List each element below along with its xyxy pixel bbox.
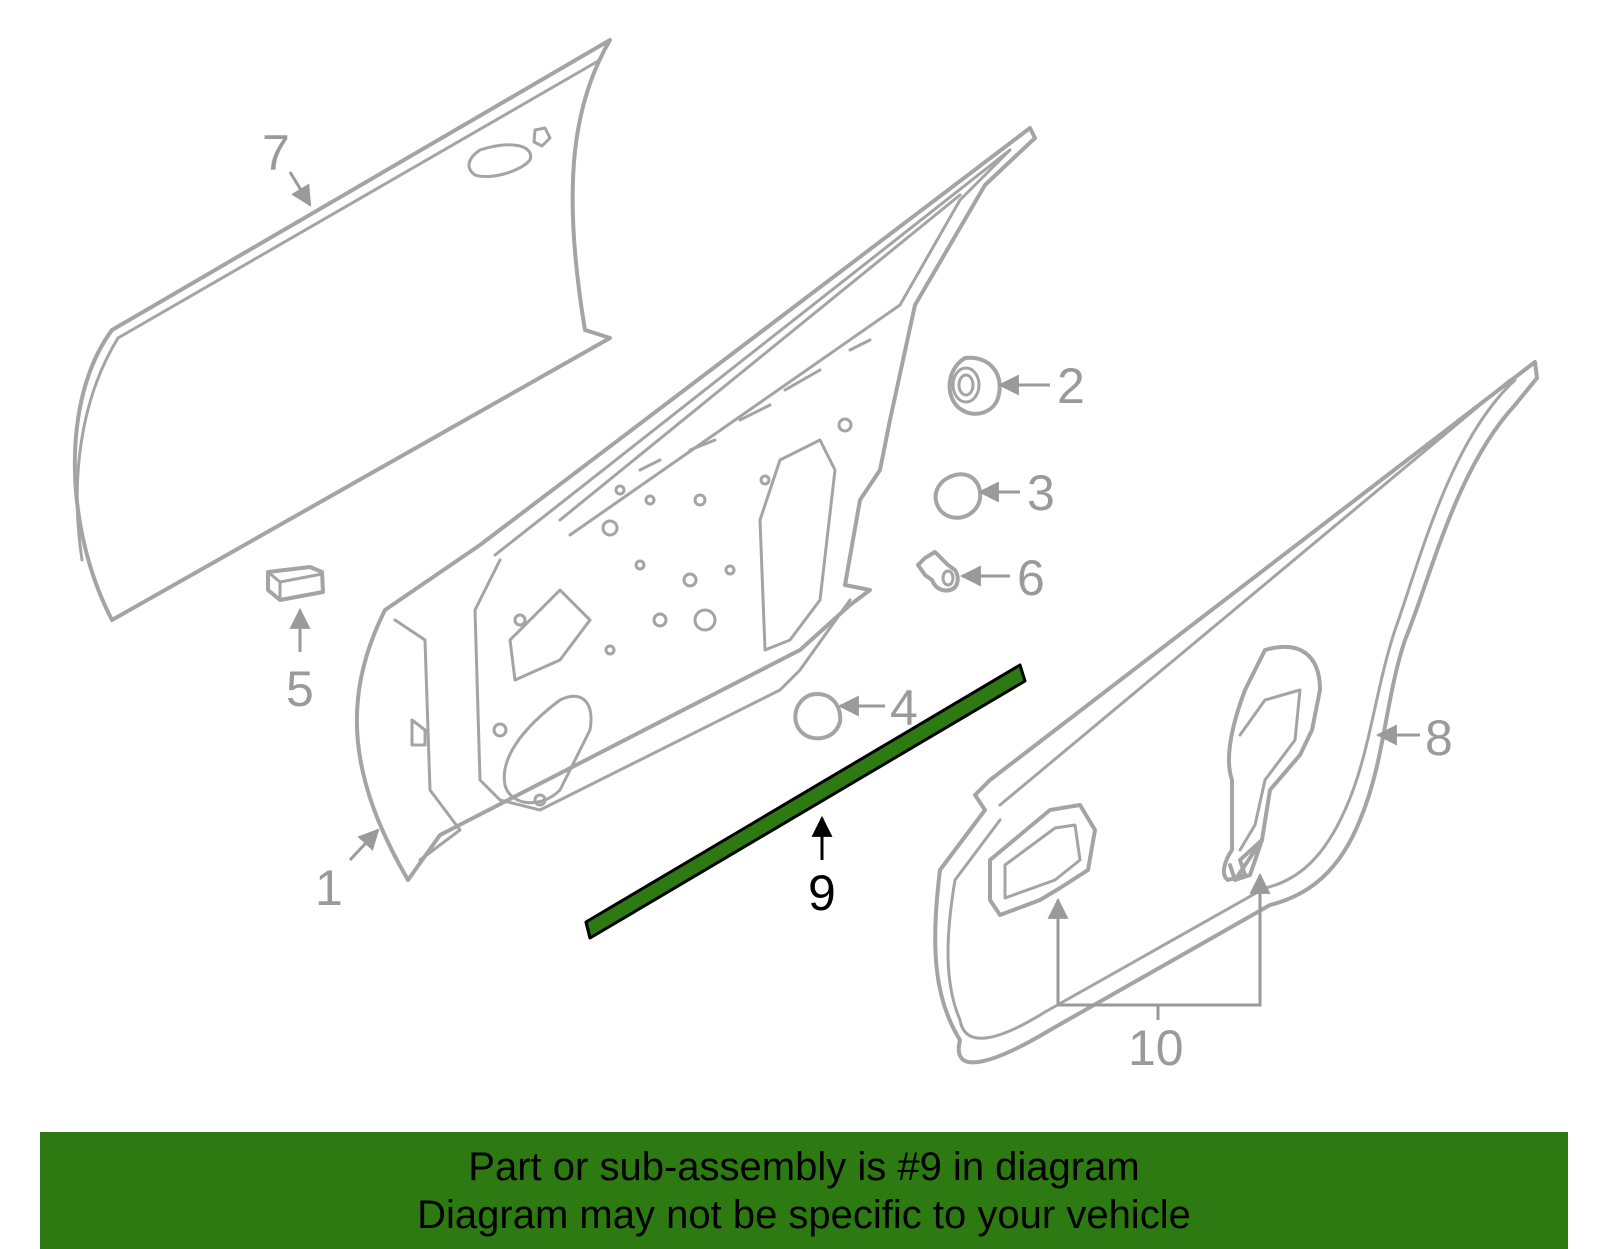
- callout-3: 3: [1027, 465, 1055, 521]
- clip-icon: [266, 565, 325, 602]
- info-banner: Part or sub-assembly is #9 in diagram Di…: [40, 1132, 1568, 1249]
- molding-strip-icon: [584, 663, 1027, 940]
- door-skin-icon: [72, 38, 612, 622]
- weatherstrip-icon: [933, 360, 1539, 1065]
- bumper-icon: [916, 550, 960, 593]
- banner-line-1: Part or sub-assembly is #9 in diagram: [468, 1144, 1140, 1189]
- callout-2: 2: [1057, 358, 1085, 414]
- door-shell-icon: [354, 126, 1037, 882]
- plug-icon: [933, 472, 983, 520]
- grommet-icon: [947, 355, 1002, 416]
- sealing-screen-icon: [988, 644, 1322, 917]
- parts-diagram: 7 5 2 3 6 4 8 1 9 10: [72, 38, 1539, 1076]
- callout-8: 8: [1425, 710, 1453, 766]
- callout-5: 5: [286, 661, 314, 717]
- plug-icon: [793, 692, 843, 741]
- callout-7: 7: [262, 125, 290, 181]
- callout-9: 9: [808, 865, 836, 921]
- banner-line-2: Diagram may not be specific to your vehi…: [417, 1192, 1191, 1237]
- callout-4: 4: [890, 680, 918, 736]
- callout-6: 6: [1017, 550, 1045, 606]
- callout-1: 1: [315, 860, 343, 916]
- callout-10: 10: [1128, 1020, 1184, 1076]
